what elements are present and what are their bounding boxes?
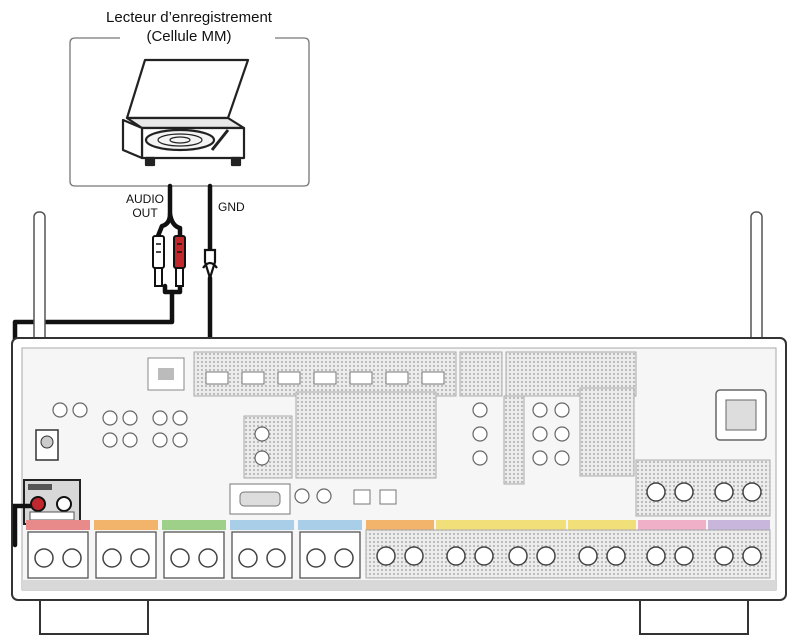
rca-plug-red — [173, 235, 186, 287]
turntable-icon — [121, 58, 250, 167]
av-receiver-rear-panel — [11, 337, 787, 635]
audio-out-label: AUDIO OUT — [120, 192, 170, 220]
phono-plug-end — [12, 503, 33, 548]
turntable-frame — [69, 37, 310, 187]
rca-plug-white — [152, 235, 165, 287]
turntable-title: Lecteur d’enregistrement — [106, 9, 272, 26]
turntable-subtitle: (Cellule MM) — [146, 28, 232, 45]
gnd-label: GND — [218, 200, 245, 214]
gnd-lug-icon — [202, 248, 218, 282]
audio-out-label-line2: OUT — [132, 206, 158, 220]
audio-out-label-line1: AUDIO — [125, 192, 164, 206]
